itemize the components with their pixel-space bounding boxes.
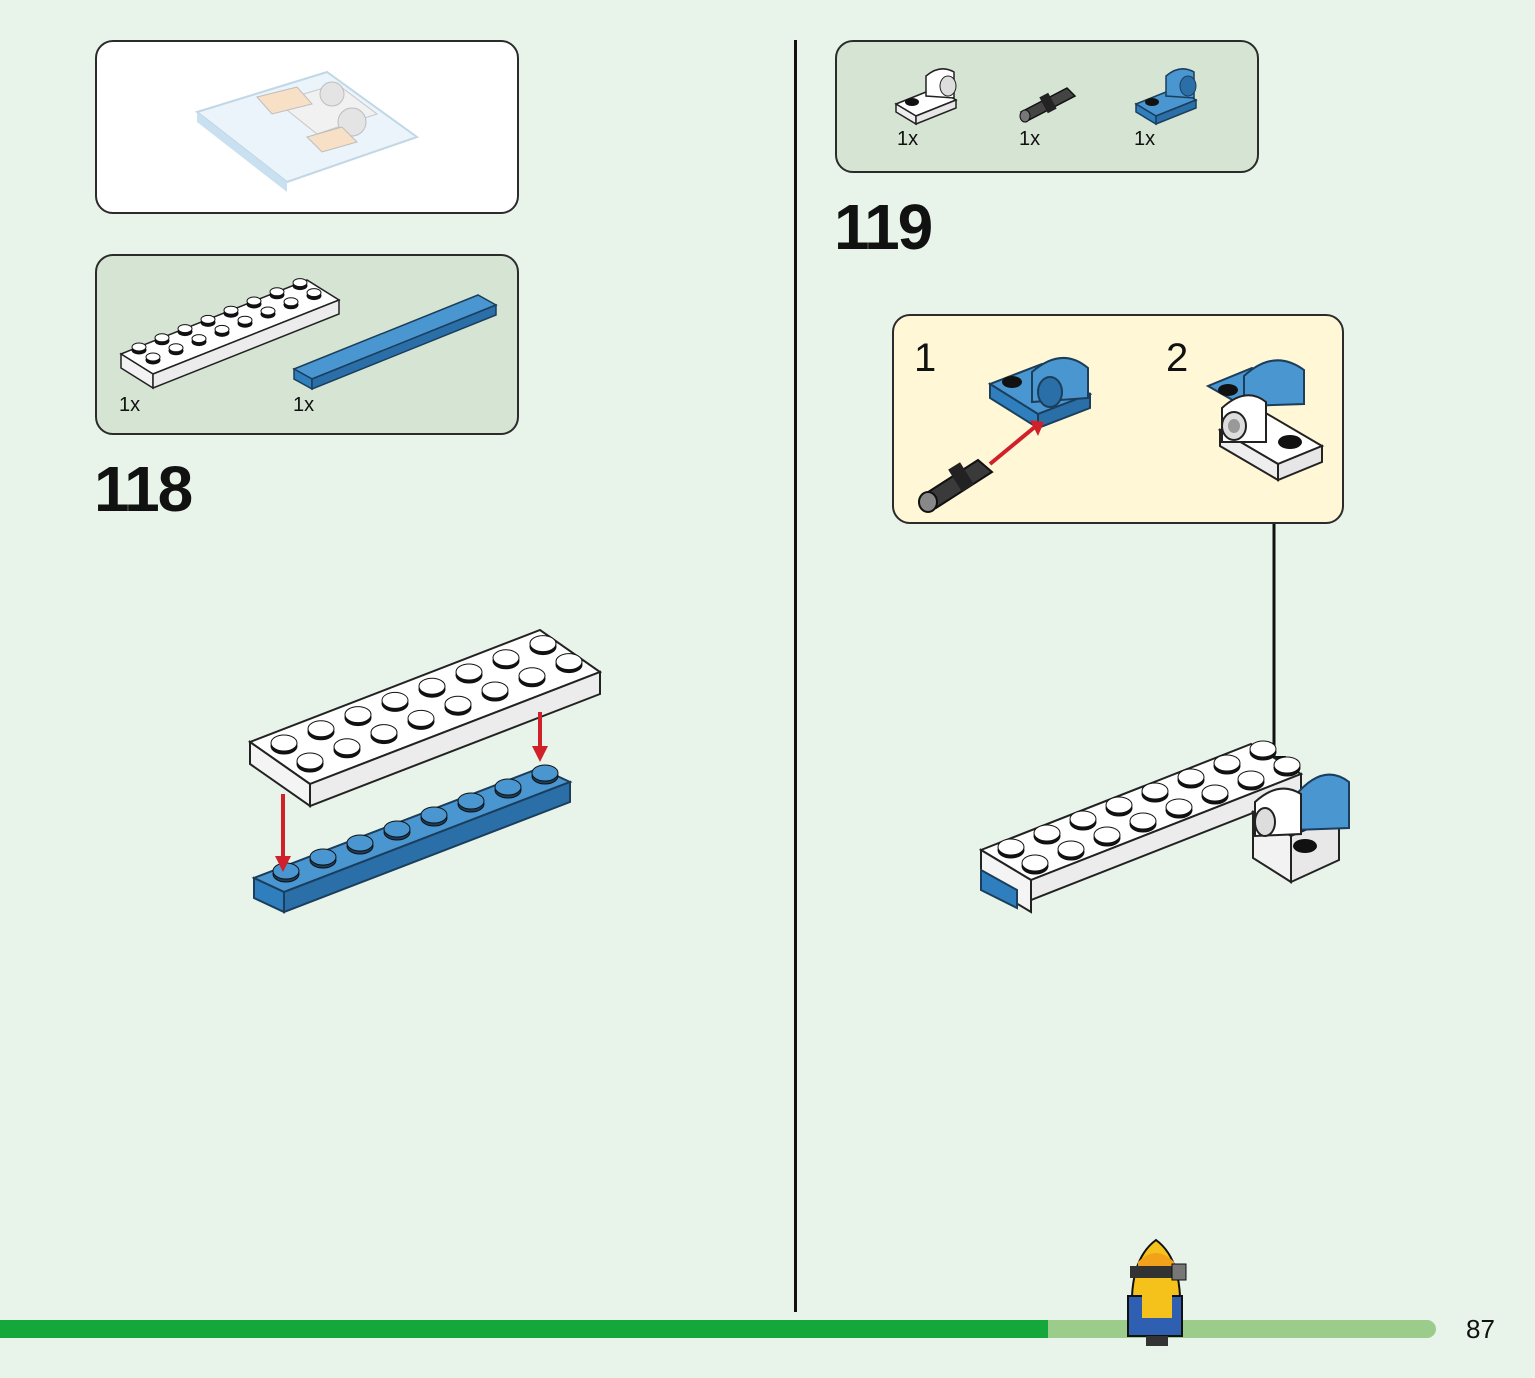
- stud-top: [191, 334, 207, 344]
- stud-top: [154, 333, 170, 343]
- stud-top: [1033, 824, 1061, 842]
- overview-model-illustration: [194, 70, 420, 192]
- stud-top: [1273, 756, 1301, 774]
- part-count: 1x: [1019, 128, 1041, 150]
- stud-top: [381, 691, 409, 709]
- stud-top: [292, 278, 308, 288]
- stud-top: [1069, 810, 1097, 828]
- parts-list-118: 1x 1x: [95, 254, 519, 435]
- stud-top: [237, 315, 253, 325]
- stud-top: [407, 709, 435, 727]
- stud-top: [531, 764, 559, 782]
- stud-top: [383, 820, 411, 838]
- blue-plate-1x8-part: [292, 294, 498, 391]
- stud-top: [1129, 812, 1157, 830]
- part-count: 1x: [1134, 128, 1156, 150]
- part-count: 1x: [897, 128, 919, 150]
- stud-top: [492, 649, 520, 667]
- stud-top: [418, 677, 446, 695]
- step-number-118: 118: [94, 453, 193, 525]
- stud-top: [997, 838, 1025, 856]
- stud-top: [344, 706, 372, 724]
- stud-top: [333, 738, 361, 756]
- page-number: 87: [1466, 1314, 1495, 1344]
- part-count: 1x: [293, 394, 315, 416]
- stud-top: [269, 287, 285, 297]
- substep-number-2: 2: [1166, 336, 1189, 380]
- stud-top: [455, 663, 483, 681]
- stud-top: [1021, 854, 1049, 872]
- stud-top: [1141, 782, 1169, 800]
- minion-mascot-icon: [1127, 1238, 1187, 1346]
- stud-top: [260, 306, 276, 316]
- stud-top: [555, 653, 583, 671]
- sub-assembly-callout: 1 2: [892, 314, 1344, 524]
- substep-2-illustration: [1205, 359, 1325, 482]
- stud-top: [1201, 784, 1229, 802]
- stud-top: [283, 297, 299, 307]
- stud-top: [296, 752, 324, 770]
- black-technic-pin-part: [1019, 87, 1077, 123]
- stud-top: [1237, 770, 1265, 788]
- stud-top: [529, 635, 557, 653]
- stud-top: [177, 324, 193, 334]
- stud-top: [346, 834, 374, 852]
- white-plate-2x8-part: [119, 278, 341, 390]
- stud-top: [370, 724, 398, 742]
- progress-fill: [0, 1320, 1049, 1338]
- overview-preview-box: [95, 40, 519, 214]
- white-pin-hole-plate-part: [894, 68, 958, 126]
- stud-top: [444, 695, 472, 713]
- stud-top: [200, 314, 216, 324]
- stud-top: [494, 778, 522, 796]
- substep-1-illustration: [918, 356, 1093, 513]
- stud-top: [1093, 826, 1121, 844]
- stud-top: [481, 681, 509, 699]
- stud-top: [1213, 754, 1241, 772]
- stud-top: [1249, 740, 1277, 758]
- stud-top: [145, 352, 161, 362]
- stud-top: [1105, 796, 1133, 814]
- stud-top: [131, 342, 147, 352]
- step-119-assembly-illustration: [978, 740, 1350, 914]
- stud-top: [518, 667, 546, 685]
- stud-top: [270, 734, 298, 752]
- stud-top: [214, 324, 230, 334]
- step-118-assembly-illustration: [247, 628, 603, 914]
- page-divider: [794, 40, 797, 1312]
- stud-top: [309, 848, 337, 866]
- stud-top: [1165, 798, 1193, 816]
- stud-top: [307, 720, 335, 738]
- stud-top: [223, 305, 239, 315]
- stud-top: [457, 792, 485, 810]
- step-number-119: 119: [834, 191, 933, 263]
- progress-bar: [0, 1320, 1436, 1338]
- blue-pin-hole-plate-part: [1134, 68, 1198, 126]
- stud-top: [306, 288, 322, 298]
- stud-top: [1177, 768, 1205, 786]
- stud-top: [420, 806, 448, 824]
- stud-top: [246, 296, 262, 306]
- part-count: 1x: [119, 394, 141, 416]
- substep-number-1: 1: [914, 336, 937, 380]
- parts-list-119: 1x 1x 1x: [835, 40, 1259, 173]
- stud-top: [1057, 840, 1085, 858]
- stud-top: [168, 343, 184, 353]
